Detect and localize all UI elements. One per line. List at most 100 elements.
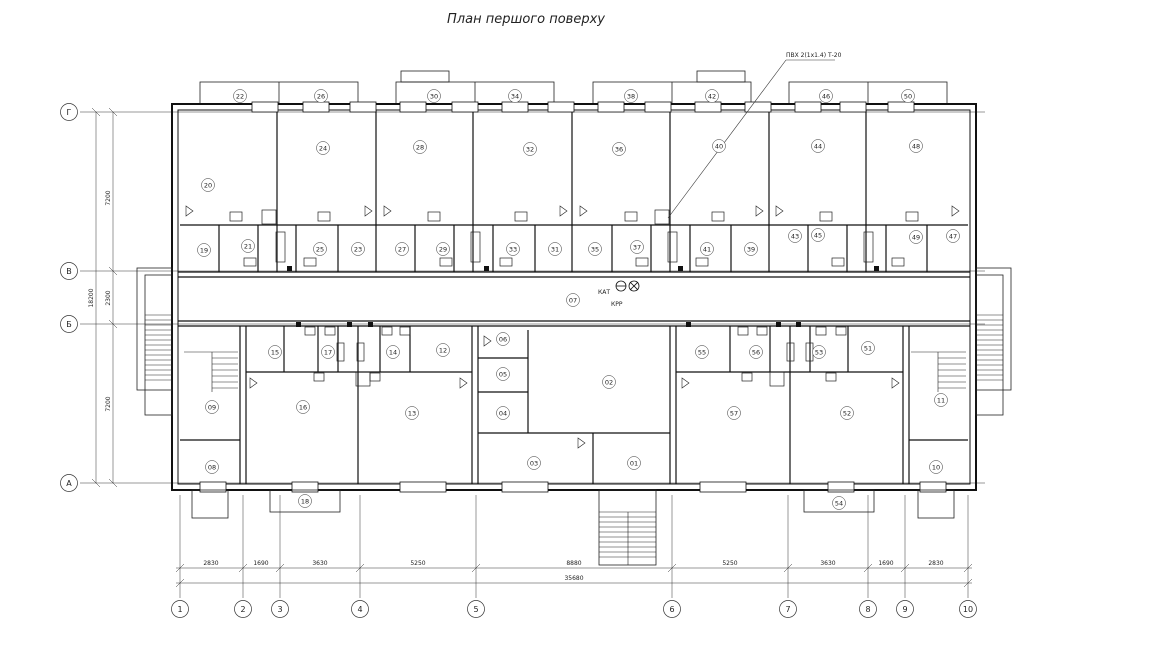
room-55: 55 (698, 349, 706, 357)
side-stairs (145, 314, 1003, 381)
dim-bottom-9: 2830 (928, 560, 943, 567)
room-51: 51 (864, 345, 872, 353)
room-12: 12 (439, 347, 447, 355)
inner-stairs (184, 351, 966, 392)
room-48: 48 (912, 143, 920, 151)
axis-B: Б (66, 320, 72, 329)
room-01: 01 (630, 460, 638, 468)
room-39: 39 (747, 246, 755, 254)
dim-bottom-8: 1690 (878, 560, 893, 567)
axis-4: 4 (357, 605, 362, 614)
room-circle-50 (901, 89, 915, 103)
label-krp: КРР (611, 301, 623, 308)
room-49: 49 (912, 234, 920, 242)
room-17: 17 (324, 349, 332, 357)
room-57: 57 (730, 410, 738, 418)
room-21: 21 (244, 243, 252, 251)
room-26: 26 (317, 93, 325, 101)
room-46: 46 (822, 93, 830, 101)
room-labels: 22 26 30 34 38 42 46 50 20 24 28 32 36 4… (200, 93, 957, 508)
fixtures (229, 209, 919, 387)
room-circle-34 (508, 89, 522, 103)
dim-bottom-6: 5250 (722, 560, 737, 567)
room-47: 47 (949, 233, 957, 241)
room-13: 13 (408, 410, 416, 418)
plan-title: План першого поверху (447, 12, 605, 27)
interior-walls (178, 110, 970, 484)
room-07: 07 (569, 297, 577, 305)
label-kat: КАТ (598, 289, 610, 296)
dim-bottom-total: 35680 (564, 575, 583, 582)
room-markers (197, 89, 960, 510)
room-19: 19 (200, 247, 208, 255)
room-52: 52 (843, 410, 851, 418)
room-08: 08 (208, 464, 216, 472)
room-41: 41 (703, 246, 711, 254)
room-circle-30 (427, 89, 441, 103)
axis-5: 5 (473, 605, 478, 614)
axis-3: 3 (277, 605, 282, 614)
room-44: 44 (814, 143, 822, 151)
grid-axes (80, 111, 985, 598)
room-05: 05 (499, 371, 507, 379)
room-circle-46 (819, 89, 833, 103)
room-04: 04 (499, 410, 507, 418)
axis-8: 8 (865, 605, 870, 614)
cable-callout: ПВХ 2(1x1.4) Т-20 (786, 52, 842, 59)
axis-9: 9 (902, 605, 907, 614)
axis-A: А (66, 479, 72, 488)
room-29: 29 (439, 246, 447, 254)
room-56: 56 (752, 349, 760, 357)
equipment-symbols (615, 280, 640, 292)
room-03: 03 (530, 460, 538, 468)
room-42: 42 (708, 93, 716, 101)
room-14: 14 (389, 349, 397, 357)
entrance-stairs (599, 511, 656, 565)
room-30: 30 (430, 93, 438, 101)
room-50: 50 (904, 93, 912, 101)
dim-bottom-5: 8880 (566, 560, 581, 567)
room-36: 36 (615, 146, 623, 154)
axis-10: 10 (963, 605, 973, 614)
room-circle-38 (624, 89, 638, 103)
room-28: 28 (416, 144, 424, 152)
dim-bottom-2: 1690 (253, 560, 268, 567)
axis-letter-markers (60, 103, 78, 492)
dim-left-3: 7200 (105, 396, 112, 411)
room-circle-42 (705, 89, 719, 103)
room-38: 38 (627, 93, 635, 101)
doors (185, 205, 960, 449)
risers (287, 266, 879, 327)
dim-left-2: 2300 (105, 290, 112, 305)
dim-bottom-7: 3630 (820, 560, 835, 567)
dims-left-lines (91, 107, 118, 488)
room-40: 40 (715, 143, 723, 151)
room-43: 43 (791, 233, 799, 241)
room-20: 20 (204, 182, 212, 190)
room-02: 02 (605, 379, 613, 387)
dims-bottom-lines (175, 563, 973, 588)
windows (199, 101, 947, 493)
room-31: 31 (551, 246, 559, 254)
axis-7: 7 (785, 605, 790, 614)
room-09: 09 (208, 404, 216, 412)
dim-bottom-3: 3630 (312, 560, 327, 567)
room-34: 34 (511, 93, 519, 101)
room-circle-26 (314, 89, 328, 103)
room-33: 33 (509, 246, 517, 254)
balconies-top (199, 70, 948, 105)
room-15: 15 (271, 349, 279, 357)
room-16: 16 (299, 404, 307, 412)
room-25: 25 (316, 246, 324, 254)
room-37: 37 (633, 244, 641, 252)
room-18: 18 (301, 498, 309, 506)
room-23: 23 (354, 246, 362, 254)
room-circle-22 (233, 89, 247, 103)
axis-V: В (66, 267, 72, 276)
room-06: 06 (499, 336, 507, 344)
dim-bottom-1: 2830 (203, 560, 218, 567)
room-10: 10 (932, 464, 940, 472)
axis-2: 2 (240, 605, 245, 614)
room-11: 11 (937, 397, 945, 405)
